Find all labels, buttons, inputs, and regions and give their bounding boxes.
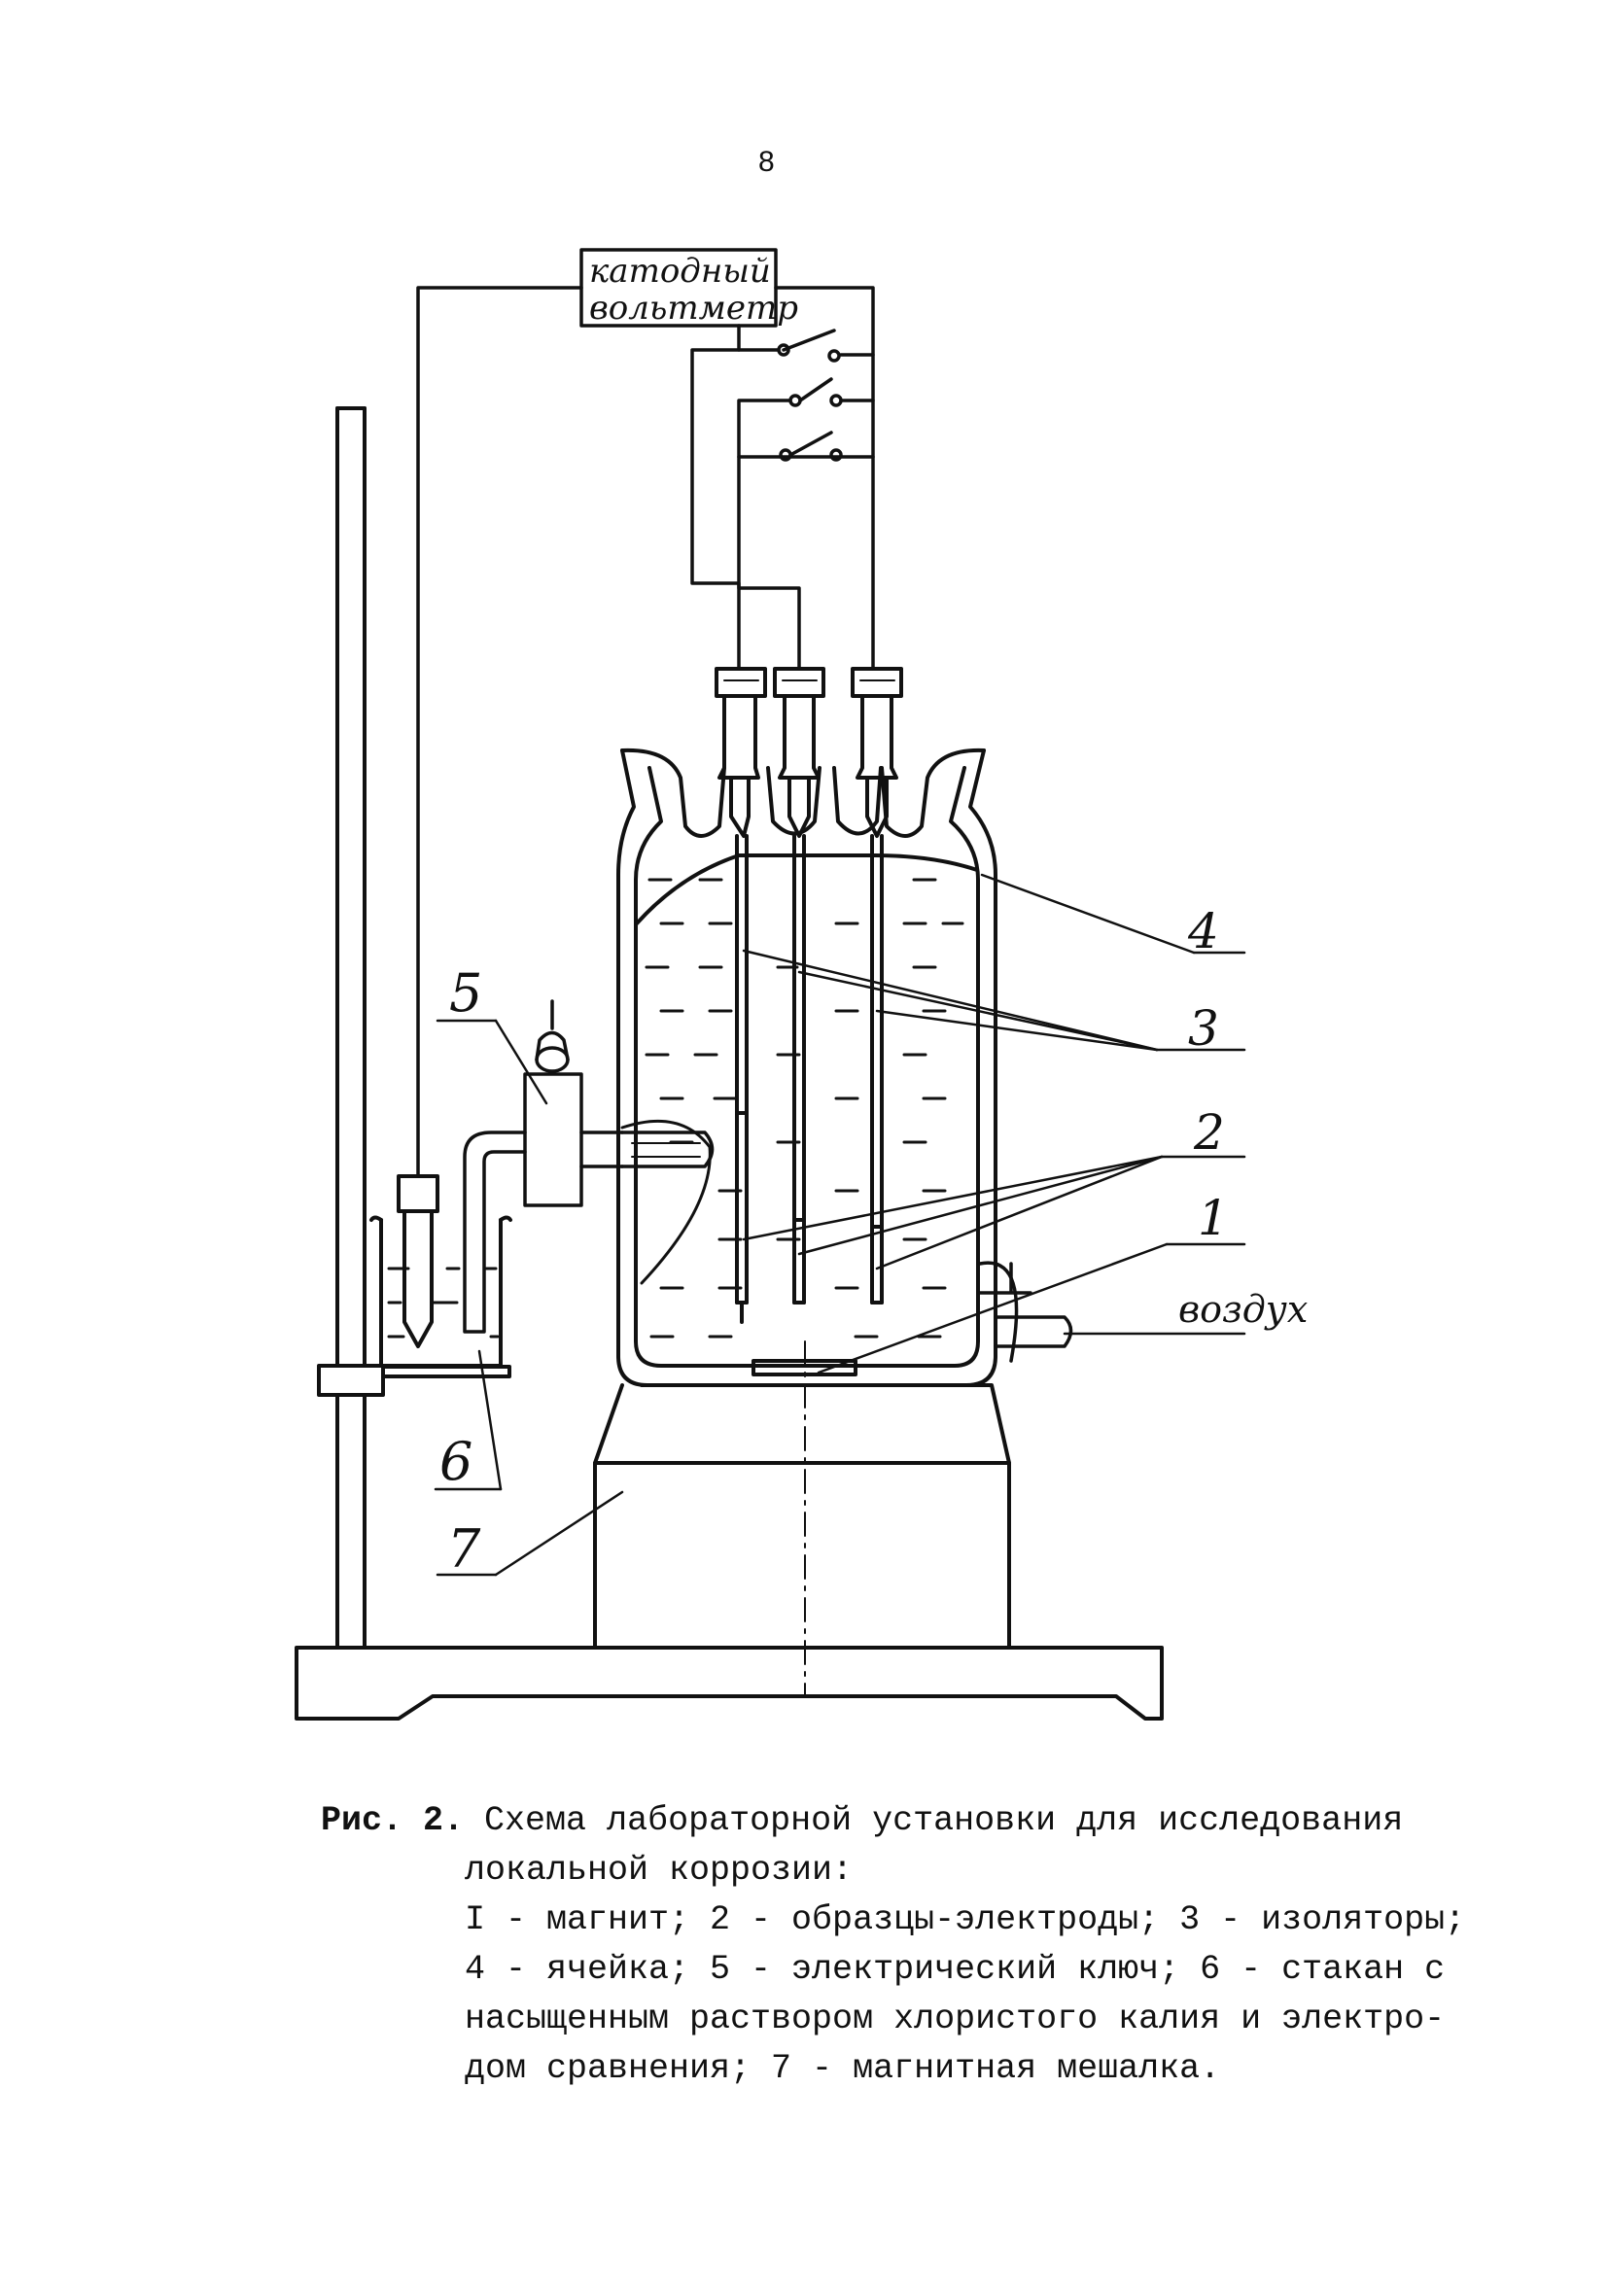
- figure-caption: Рис. 2. Схема лабораторной установки для…: [321, 1796, 1468, 2094]
- caption-title-line2: локальной коррозии:: [465, 1851, 854, 1890]
- label-7: 7: [447, 1518, 481, 1580]
- caption-title-text: Схема лабораторной установки для исследо…: [484, 1801, 1404, 1840]
- label-2: 2: [1193, 1104, 1225, 1161]
- electric-key: [463, 999, 715, 1334]
- voltmeter-label-line1: катодный: [589, 252, 771, 291]
- caption-legend-line: дом сравнения; 7 - магнитная мешалка.: [465, 2049, 1221, 2088]
- page-number: 8: [758, 146, 775, 178]
- circuit-wiring: [416, 248, 875, 1178]
- air-inlet-tube: [978, 1261, 1073, 1363]
- label-4: 4: [1187, 903, 1219, 959]
- stand-base: [295, 1646, 1164, 1721]
- label-3: 3: [1188, 1000, 1219, 1057]
- caption-figure-label: Рис. 2.: [321, 1801, 465, 1840]
- stand-rod: [317, 406, 511, 1650]
- electrodes: [715, 667, 903, 1324]
- label-6: 6: [439, 1431, 472, 1492]
- caption-title-line1: Рис. 2. Схема лабораторной установки для…: [321, 1796, 1468, 1846]
- caption-legend-line: 4 - ячейка; 5 - электрический ключ; 6 - …: [465, 1950, 1446, 1989]
- magnetic-stirrer: [593, 1383, 1011, 1650]
- leader-lines: [434, 873, 1246, 1577]
- caption-legend-line: насыщенным раствором хлористого калия и …: [465, 2000, 1446, 2038]
- air-label: воздух: [1178, 1288, 1308, 1331]
- liquid-dashes: [645, 878, 964, 1339]
- magnet-bar: [752, 1359, 857, 1376]
- label-1: 1: [1198, 1190, 1229, 1246]
- voltmeter-label-line2: вольтметр: [589, 289, 798, 328]
- label-5: 5: [449, 962, 482, 1024]
- electrochemical-cell: [616, 748, 997, 1697]
- beaker-with-reference-electrode: [369, 1174, 512, 1368]
- caption-legend-line: I - магнит; 2 - образцы-электроды; 3 - и…: [465, 1900, 1466, 1939]
